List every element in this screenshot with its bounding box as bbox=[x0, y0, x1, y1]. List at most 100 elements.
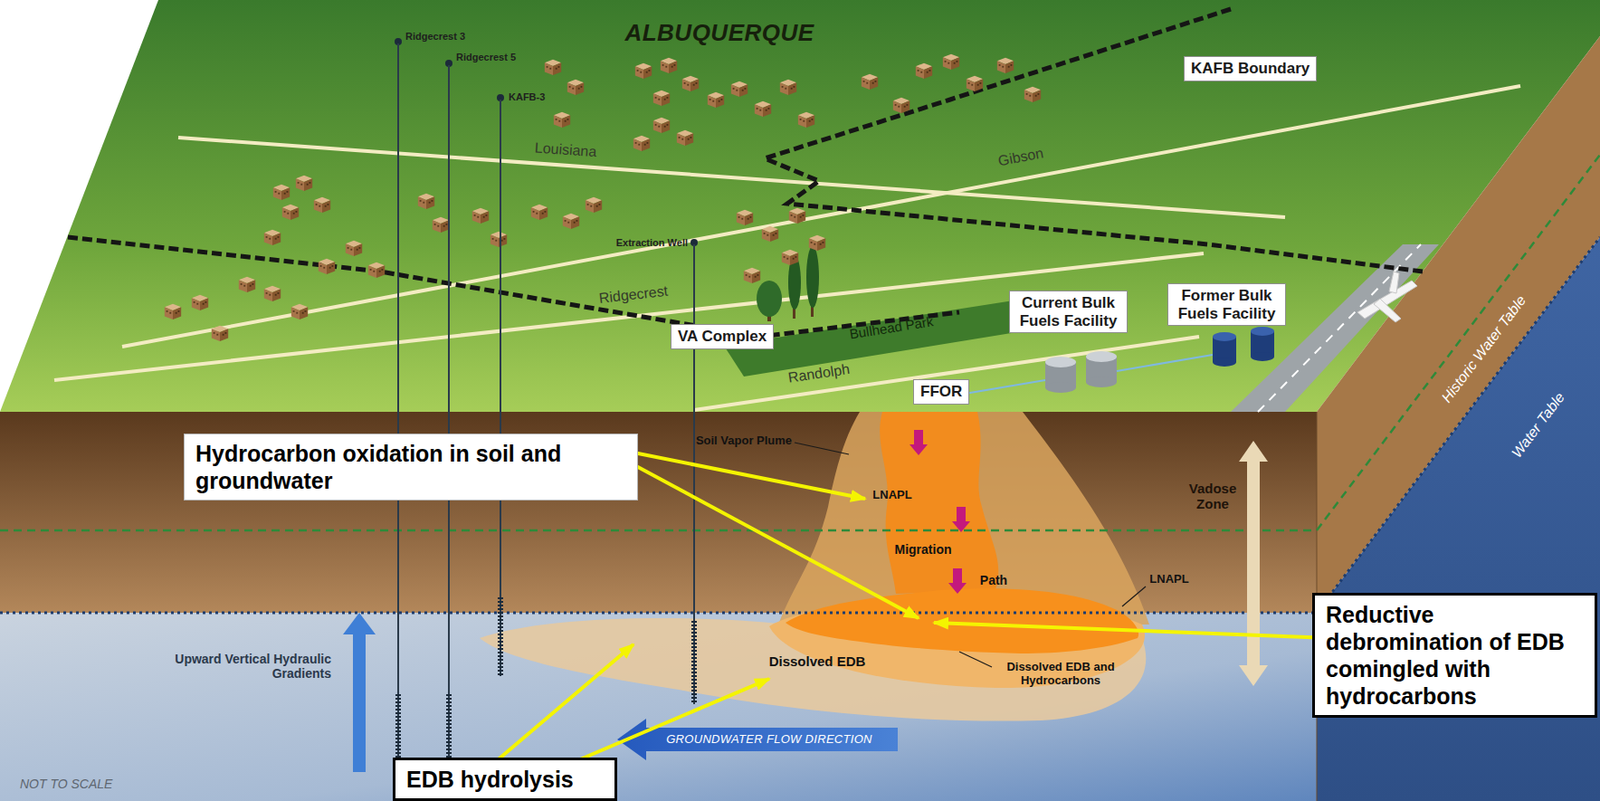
lnapl-lens bbox=[785, 588, 1139, 654]
scale-note: NOT TO SCALE bbox=[19, 776, 113, 791]
road-line bbox=[178, 137, 1286, 218]
house-icon bbox=[743, 267, 761, 284]
boundary-tag: KAFB Boundary bbox=[1183, 56, 1317, 82]
house-icon bbox=[676, 130, 694, 146]
house-icon bbox=[544, 59, 562, 76]
plume-label: Dissolved EDB and Hydrocarbons bbox=[992, 660, 1129, 688]
house-icon bbox=[942, 54, 960, 70]
house-icon bbox=[318, 258, 335, 275]
house-icon bbox=[562, 213, 580, 229]
plume-label: LNAPL bbox=[872, 488, 912, 503]
well-name: Ridgecrest 5 bbox=[456, 51, 516, 64]
plume-label: Dissolved EDB bbox=[769, 653, 867, 669]
box-text: KAFB Boundary bbox=[1190, 59, 1310, 78]
house-icon bbox=[273, 184, 290, 200]
house-icon bbox=[191, 295, 209, 311]
house-icon bbox=[682, 76, 699, 92]
house-icon bbox=[761, 226, 779, 242]
house-icon bbox=[432, 217, 449, 233]
box-text: EDB hydrolysis bbox=[406, 765, 604, 793]
house-icon bbox=[809, 235, 826, 251]
box-text: Hydrocarbon oxidation in soil and ground… bbox=[195, 439, 627, 495]
plume-label: Migration bbox=[895, 542, 953, 557]
leader-lines bbox=[794, 442, 1146, 667]
base-boundary bbox=[67, 9, 1423, 337]
process-callout: Hydrocarbon oxidation in soil and ground… bbox=[183, 433, 639, 501]
historic-water-table-line bbox=[0, 154, 1600, 531]
house-icon bbox=[553, 112, 571, 128]
plume-label: Soil Vapor Plume bbox=[695, 434, 792, 448]
facility-tag: Current Bulk Fuels Facility bbox=[1009, 290, 1128, 334]
house-icon bbox=[472, 208, 489, 224]
house-icon bbox=[164, 304, 181, 320]
ground-surface bbox=[0, 0, 1600, 412]
house-icon bbox=[1024, 86, 1041, 103]
box-text: VA Complex bbox=[677, 327, 767, 346]
house-icon bbox=[345, 240, 362, 257]
box-text: FFOR bbox=[920, 382, 962, 401]
box-text: Reductive debromination of EDB comingled… bbox=[1325, 600, 1584, 710]
process-callout: EDB hydrolysis bbox=[392, 757, 618, 801]
airplane-icon bbox=[1357, 271, 1418, 323]
house-icon bbox=[635, 63, 652, 79]
wells bbox=[394, 38, 698, 786]
plume-label: LNAPL bbox=[1149, 572, 1189, 587]
house-icon bbox=[531, 204, 548, 220]
well-name: Extraction Well bbox=[616, 237, 688, 249]
house-icon bbox=[418, 193, 435, 210]
house-icon bbox=[707, 92, 724, 108]
house-icon bbox=[781, 249, 799, 266]
house-icon bbox=[731, 81, 748, 97]
houses bbox=[164, 54, 1041, 342]
house-icon bbox=[282, 204, 299, 220]
well-name: Ridgecrest 3 bbox=[405, 30, 466, 43]
road-line bbox=[122, 85, 1521, 347]
well-name: KAFB-3 bbox=[508, 91, 545, 104]
house-icon bbox=[736, 209, 753, 226]
trees bbox=[756, 246, 820, 322]
house-icon bbox=[211, 325, 229, 342]
house-icon bbox=[490, 231, 507, 248]
runway-marking bbox=[1257, 244, 1421, 412]
house-icon bbox=[314, 197, 331, 213]
process-callout: Reductive debromination of EDB comingled… bbox=[1312, 592, 1598, 718]
house-icon bbox=[368, 262, 385, 278]
lnapl-column bbox=[879, 411, 999, 594]
house-icon bbox=[264, 229, 281, 246]
house-icon bbox=[754, 101, 772, 117]
house-icon bbox=[861, 74, 878, 90]
box-text: Current Bulk Fuels Facility bbox=[1016, 294, 1121, 330]
house-icon bbox=[567, 79, 584, 96]
house-icon bbox=[238, 276, 256, 293]
vadose-zone-arrow bbox=[1238, 440, 1268, 686]
house-icon bbox=[633, 135, 650, 152]
place-tag: FFOR bbox=[913, 379, 970, 405]
zone-label: Vadose Zone bbox=[1176, 480, 1249, 513]
house-icon bbox=[653, 90, 670, 106]
house-icon bbox=[653, 117, 670, 134]
box-text: Former Bulk Fuels Facility bbox=[1174, 286, 1279, 323]
house-icon bbox=[660, 57, 677, 74]
house-icon bbox=[264, 285, 281, 302]
house-icon bbox=[798, 112, 815, 128]
city-name: ALBUQUERQUE bbox=[624, 19, 814, 48]
house-icon bbox=[997, 57, 1014, 74]
house-icon bbox=[291, 304, 308, 320]
fuel-tanks bbox=[959, 326, 1275, 395]
gradient-label: Upward Vertical Hydraulic Gradients bbox=[159, 651, 332, 681]
water-table-line bbox=[0, 237, 1600, 613]
plume-label: Path bbox=[980, 572, 1008, 588]
house-icon bbox=[780, 79, 797, 96]
house-icon bbox=[966, 76, 983, 92]
flow-label: GROUNDWATER FLOW DIRECTION bbox=[666, 733, 873, 747]
migration-arrows bbox=[909, 429, 971, 594]
facility-tag: Former Bulk Fuels Facility bbox=[1167, 283, 1286, 326]
house-icon bbox=[295, 175, 313, 191]
house-icon bbox=[789, 208, 806, 224]
house-icon bbox=[585, 197, 602, 213]
house-icon bbox=[893, 97, 910, 114]
house-icon bbox=[915, 63, 933, 79]
place-tag: VA Complex bbox=[670, 323, 774, 350]
upward-gradient-arrow bbox=[342, 612, 376, 772]
